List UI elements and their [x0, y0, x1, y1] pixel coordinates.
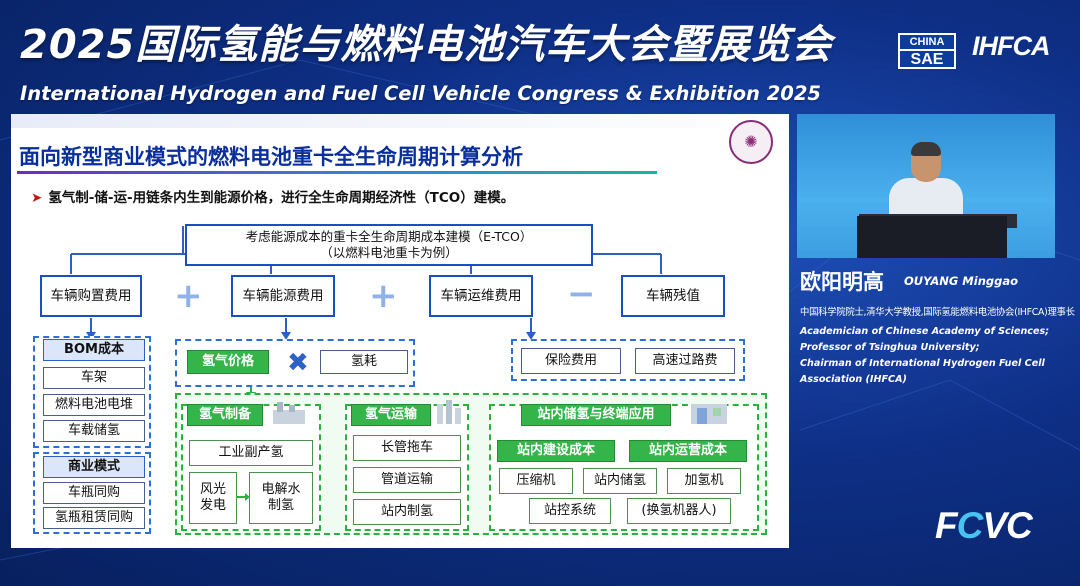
bom-item-stack: 燃料电池电堆 — [43, 394, 145, 416]
transport-title: 氢气运输 — [351, 404, 431, 426]
congress-title-cn: 2025国际氢能与燃料电池汽车大会暨展览会 — [20, 22, 833, 68]
station-control-box: 站控系统 — [529, 498, 611, 524]
title-underline — [17, 171, 657, 174]
bom-item-frame: 车架 — [43, 367, 145, 389]
fcvc-logo: FCVC — [935, 505, 1033, 547]
station-storage-box: 站内储氢 — [583, 468, 657, 494]
speaker-title-1: Academician of Chinese Academy of Scienc… — [800, 326, 1050, 337]
university-seal-icon: ✺ — [729, 120, 773, 164]
slide-bullet: ➤ 氢气制-储-运-用链条内生到能源价格，进行全生命周期经济性（TCO）建模。 — [31, 186, 514, 206]
plus-operator-1: + — [174, 276, 203, 316]
china-sae-logo: CHINA SAE — [898, 33, 956, 69]
station-operating-cost: 站内运营成本 — [629, 440, 747, 462]
sae-logo-bottom: SAE — [910, 51, 944, 68]
speaker-name-en: OUYANG Minggao — [904, 274, 1019, 288]
speaker-name-cn: 欧阳明高 — [800, 270, 884, 294]
presentation-slide: 面向新型商业模式的燃料电池重卡全生命周期计算分析 ✺ ➤ 氢气制-储-运-用链条内… — [11, 114, 789, 548]
swap-robot-box: (换氢机器人) — [627, 498, 731, 524]
renewable-to-electrolysis-arrow — [236, 493, 250, 501]
etco-model-line2: （以燃料电池重卡为例） — [320, 245, 458, 260]
speaker-hair — [911, 142, 941, 156]
speaker-affiliation-cn: 中国科学院院士,清华大学教授,国际氢能燃料电池协会(IHFCA)理事长 — [800, 307, 1075, 318]
slide-title: 面向新型商业模式的燃料电池重卡全生命周期计算分析 — [19, 145, 523, 169]
minus-operator: − — [567, 274, 596, 314]
cost-item-residual: 车辆残值 — [621, 275, 725, 317]
etco-model-line1: 考虑能源成本的重卡全生命周期成本建模（E-TCO） — [245, 229, 533, 245]
dispenser-box: 加氢机 — [667, 468, 741, 494]
multiply-icon: ✖ — [287, 348, 309, 378]
congress-title-en: International Hydrogen and Fuel Cell Veh… — [20, 82, 821, 105]
business-title: 商业模式 — [43, 456, 145, 478]
ihfca-logo: IHFCA — [972, 31, 1051, 61]
slide-top-bar — [11, 114, 789, 128]
plus-operator-2: + — [369, 276, 398, 316]
insurance-box: 保险费用 — [521, 348, 621, 374]
podium — [857, 216, 1007, 258]
etco-model-box: 考虑能源成本的重卡全生命周期成本建模（E-TCO） （以燃料电池重卡为例） — [185, 224, 593, 266]
bom-title: BOM成本 — [43, 339, 145, 361]
renewable-box: 风光 发电 — [189, 472, 237, 524]
factory-icon — [269, 398, 309, 426]
cost-item-purchase: 车辆购置费用 — [40, 275, 142, 317]
cost-item-maintenance: 车辆运维费用 — [429, 275, 533, 317]
business-item-2: 氢瓶租赁同购 — [43, 507, 145, 529]
h2-price-box: 氢气价格 — [187, 350, 269, 374]
tube-trailer-box: 长管拖车 — [353, 435, 461, 461]
business-item-1: 车瓶同购 — [43, 482, 145, 504]
byproduct-h2-box: 工业副产氢 — [189, 440, 313, 466]
onsite-production-box: 站内制氢 — [353, 499, 461, 525]
bom-item-storage: 车载储氢 — [43, 420, 145, 442]
fcvc-logo-f: F — [935, 505, 958, 546]
station-title: 站内储氢与终端应用 — [521, 404, 671, 426]
speaker-title-3: Chairman of International Hydrogen Fuel … — [800, 358, 1045, 369]
toll-box: 高速过路费 — [635, 348, 735, 374]
speaker-video — [797, 114, 1055, 258]
sae-logo-top: CHINA — [900, 35, 954, 51]
bullet-text: 氢气制-储-运-用链条内生到能源价格，进行全生命周期经济性（TCO）建模。 — [48, 190, 515, 206]
bullet-triangle-icon: ➤ — [31, 190, 43, 206]
compressor-box: 压缩机 — [499, 468, 573, 494]
electrolysis-box: 电解水 制氢 — [249, 472, 313, 524]
pipeline-box: 管道运输 — [353, 467, 461, 493]
speaker-title-2: Professor of Tsinghua University; — [800, 342, 980, 353]
station-build-cost: 站内建设成本 — [497, 440, 615, 462]
pipeline-icon — [435, 398, 465, 426]
station-icon — [687, 398, 731, 426]
h2-consumption-box: 氢耗 — [320, 350, 408, 374]
cost-item-energy: 车辆能源费用 — [231, 275, 335, 317]
fcvc-logo-c: C — [956, 505, 984, 546]
speaker-title-4: Association (IHFCA) — [800, 374, 907, 385]
production-title: 氢气制备 — [187, 404, 263, 426]
fcvc-logo-vc: VC — [982, 505, 1032, 546]
